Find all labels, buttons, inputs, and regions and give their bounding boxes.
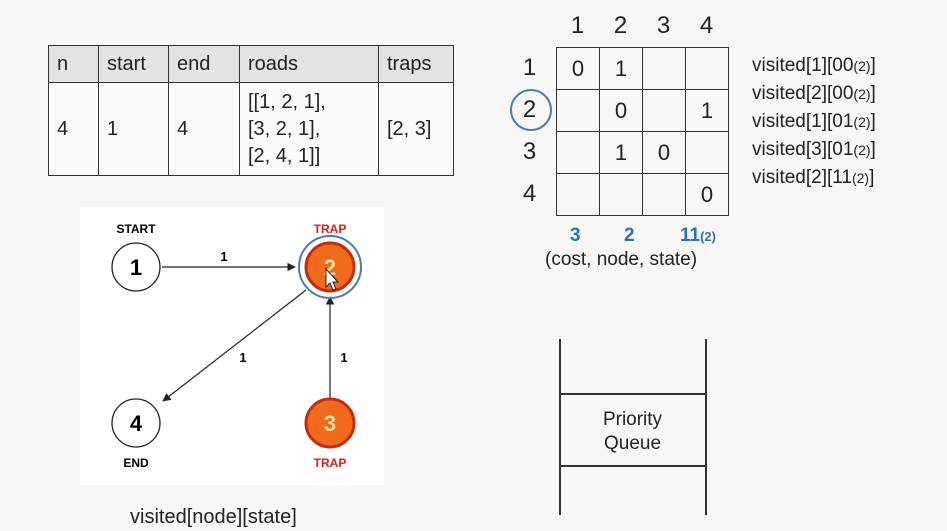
matrix-cell (642, 173, 686, 216)
current-state-sub: (2) (700, 229, 716, 244)
header-start: start (98, 45, 169, 83)
graph-panel: 1 1 1 START 1 TRAP 2 3 TRAP 4 END (80, 207, 384, 485)
node-3-id: 3 (324, 411, 336, 436)
visited-label-main: visited[3][01 (752, 139, 854, 160)
node-1 (111, 242, 161, 292)
matrix-cell: 0 (642, 131, 686, 174)
matrix-cell: 0 (599, 89, 643, 132)
header-n: n (48, 45, 99, 83)
visited-label-main: visited[2][11 (752, 167, 852, 188)
visited-label-sub: (2) (853, 58, 871, 74)
cell-traps: [2, 3] (378, 82, 454, 176)
input-table-header-row: n start end roads traps (48, 45, 454, 83)
visited-label-sub: (2) (853, 86, 871, 102)
edge-weight-1-2: 1 (220, 249, 227, 264)
visited-label-close: ] (869, 167, 875, 188)
node-label-trap-2: TRAP (314, 222, 347, 236)
visited-label-close: ] (870, 83, 876, 104)
current-state-caption: (cost, node, state) (545, 249, 698, 270)
matrix-row-header: 1 (522, 54, 537, 81)
pq-right-wall (705, 339, 707, 515)
cell-start: 1 (98, 82, 169, 176)
matrix-col-header: 3 (656, 12, 671, 39)
header-roads: roads (239, 45, 379, 83)
node-4 (111, 398, 161, 448)
pq-top-line (559, 393, 706, 395)
matrix-cell: 1 (685, 89, 729, 132)
edge-weight-3-2: 1 (340, 350, 347, 365)
visited-label: visited[1][00(2)] (752, 55, 876, 77)
node-1-id: 1 (130, 255, 142, 280)
node-4-id: 4 (130, 411, 143, 436)
roads-line: [2, 4, 1]] (248, 144, 321, 167)
matrix-col-header: 1 (570, 12, 585, 39)
visited-label-main: visited[1][01 (752, 111, 854, 132)
matrix-col-header: 4 (699, 12, 714, 39)
cell-roads: [[1, 2, 1], [3, 2, 1], [2, 4, 1]] (239, 82, 379, 176)
matrix-cell (556, 89, 600, 132)
graph-caption: visited[node][state] (130, 506, 297, 528)
node-2-highlight-ring (298, 235, 362, 299)
graph-svg: 1 1 1 START 1 TRAP 2 3 TRAP 4 END (111, 222, 362, 470)
matrix-cell (556, 173, 600, 216)
visited-label-sub: (2) (853, 142, 871, 158)
roads-line: [3, 2, 1], (248, 117, 321, 140)
matrix-cell: 1 (599, 47, 643, 90)
visited-label-close: ] (870, 55, 876, 76)
row-highlight-circle (510, 89, 552, 131)
matrix-cell: 0 (685, 173, 729, 216)
visited-label-main: visited[1][00 (752, 55, 854, 76)
current-state: 11(2) (680, 225, 716, 247)
node-label-start: START (116, 222, 156, 236)
visited-label-main: visited[2][00 (752, 83, 854, 104)
matrix-cell (599, 173, 643, 216)
current-node: 2 (624, 225, 635, 247)
matrix-row-header: 3 (522, 138, 537, 165)
matrix-row-header: 4 (522, 180, 537, 207)
cell-end: 4 (168, 82, 240, 176)
node-3 (304, 397, 356, 449)
node-label-end: END (123, 456, 149, 470)
current-node-value: 2 (624, 225, 635, 246)
matrix-cell (685, 47, 729, 90)
edge-2-4 (162, 289, 307, 402)
visited-label: visited[1][01(2)] (752, 111, 876, 133)
pq-bottom-line (559, 465, 706, 467)
current-state-value: 11 (680, 225, 701, 246)
roads-line: [[1, 2, 1], (248, 90, 326, 113)
visited-label: visited[2][00(2)] (752, 83, 876, 105)
input-table: n start end roads traps 4 1 4 [[1, 2, 1]… (48, 45, 454, 176)
visited-label: visited[3][01(2)] (752, 139, 876, 161)
current-cost: 3 (570, 225, 581, 247)
input-table-row: 4 1 4 [[1, 2, 1], [3, 2, 1], [2, 4, 1]] … (48, 82, 454, 176)
pq-label: Priority Queue (560, 408, 705, 456)
cell-n: 4 (48, 82, 99, 176)
visited-label-close: ] (870, 139, 876, 160)
pq-left-wall (559, 339, 561, 515)
matrix-cell (685, 131, 729, 174)
visited-label-sub: (2) (851, 170, 870, 186)
matrix-col-header: 2 (613, 12, 628, 39)
matrix-cell: 0 (556, 47, 600, 90)
edge-weight-2-4: 1 (239, 350, 246, 365)
matrix-cell (556, 131, 600, 174)
pq-label-line1: Priority (602, 409, 663, 430)
matrix-cell (642, 89, 686, 132)
pq-label-line2: Queue (603, 433, 662, 454)
visited-label-sub: (2) (853, 114, 871, 130)
visited-label: visited[2][11(2)] (752, 167, 874, 189)
matrix-cell: 1 (599, 131, 643, 174)
cursor-icon (325, 267, 340, 291)
node-label-trap-3: TRAP (314, 456, 347, 470)
matrix-cell (642, 47, 686, 90)
header-end: end (168, 45, 240, 83)
header-traps: traps (378, 45, 454, 83)
visited-label-close: ] (870, 111, 876, 132)
node-2 (304, 241, 356, 293)
current-cost-value: 3 (570, 225, 581, 246)
